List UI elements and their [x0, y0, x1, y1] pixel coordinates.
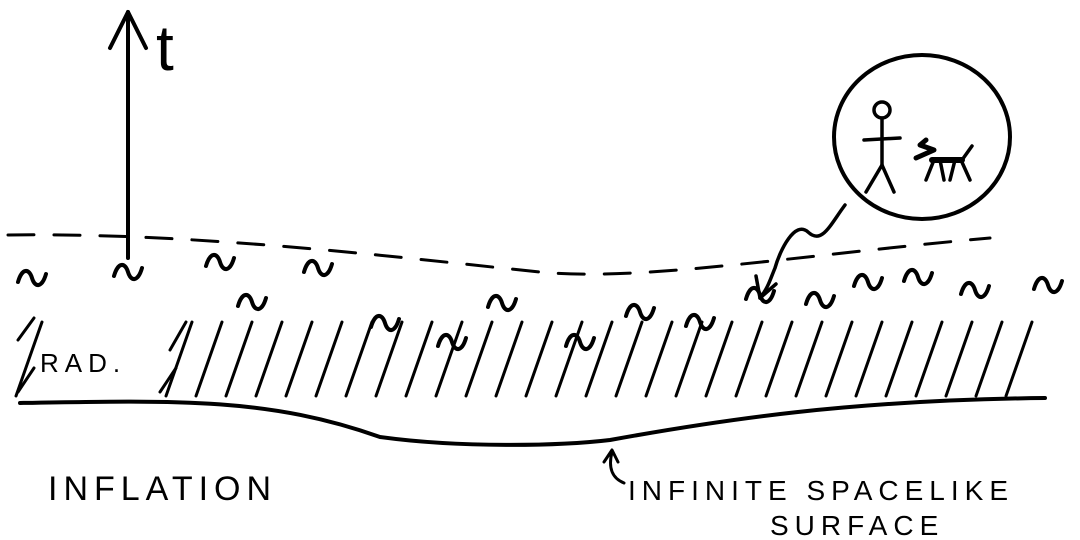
wave-squiggle [486, 294, 518, 312]
surface-label-line1: INFINITE SPACELIKE [628, 475, 1014, 506]
hatch-line [16, 316, 36, 342]
wave-squiggle [684, 313, 716, 331]
hatch-line [914, 320, 944, 398]
hatch-line [794, 320, 824, 398]
hatch-line [704, 320, 734, 398]
wave-squiggle [902, 268, 934, 286]
axis-label-t: t [156, 12, 180, 84]
hatch-line [314, 320, 344, 398]
hatch-line [734, 320, 764, 398]
wave-squiggle [16, 269, 48, 287]
hatch-line [14, 320, 44, 398]
hatch-line [824, 320, 854, 398]
hatch-line [674, 320, 704, 398]
hatch-line [884, 320, 914, 398]
hatch-line [404, 320, 434, 398]
wave-squiggle [369, 314, 401, 332]
hatch-line [614, 320, 644, 398]
wave-squiggle [236, 293, 268, 311]
hatch-line [464, 320, 494, 398]
wave-squiggle [436, 333, 468, 351]
hatch-line [164, 320, 194, 398]
hatch-line [554, 320, 584, 398]
surface-pointer-icon [602, 448, 626, 485]
wave-squiggle [852, 273, 884, 291]
hatch-line [224, 320, 254, 398]
inflation-label: INFLATION [48, 470, 277, 508]
hatch-line [764, 320, 794, 398]
hatch-line [344, 320, 374, 398]
wave-squiggle [112, 263, 144, 281]
hatch-line [168, 320, 188, 352]
wave-squiggle [1032, 276, 1064, 294]
hatch-line [1004, 320, 1034, 398]
hatch-line [524, 320, 554, 398]
wave-squiggle [564, 333, 596, 351]
wave-squiggle [624, 303, 656, 321]
hatch-line [974, 320, 1004, 398]
hatch-line [16, 366, 36, 394]
hatch-line [434, 320, 464, 398]
pointer-arrow-icon [758, 203, 847, 300]
wave-squiggle [302, 259, 334, 277]
observer-bubble [754, 53, 1012, 300]
stick-figure-dog-icon [913, 137, 974, 182]
hatch-line [854, 320, 884, 398]
hatch-line [644, 320, 674, 398]
wave-squiggle [959, 281, 991, 299]
up-arrow-icon [108, 10, 148, 50]
hatch-line [374, 320, 404, 398]
dashed-curve [6, 233, 992, 276]
wave-squiggles [16, 253, 1064, 351]
wave-squiggle [804, 291, 836, 309]
spacelike-surface-curve [18, 396, 1047, 447]
stick-figure-person-icon [862, 100, 902, 194]
rad-label: RAD. [40, 348, 126, 378]
wave-squiggle [204, 253, 236, 271]
hatch-line [284, 320, 314, 398]
hatch-line [194, 320, 224, 398]
hatch-line [254, 320, 284, 398]
radiation-hatching [14, 316, 1034, 398]
surface-label-line2: SURFACE [770, 510, 944, 540]
hatch-line [584, 320, 614, 398]
hatch-line [944, 320, 974, 398]
time-axis [108, 10, 148, 260]
hatch-line [158, 366, 178, 394]
hatch-line [494, 320, 524, 398]
